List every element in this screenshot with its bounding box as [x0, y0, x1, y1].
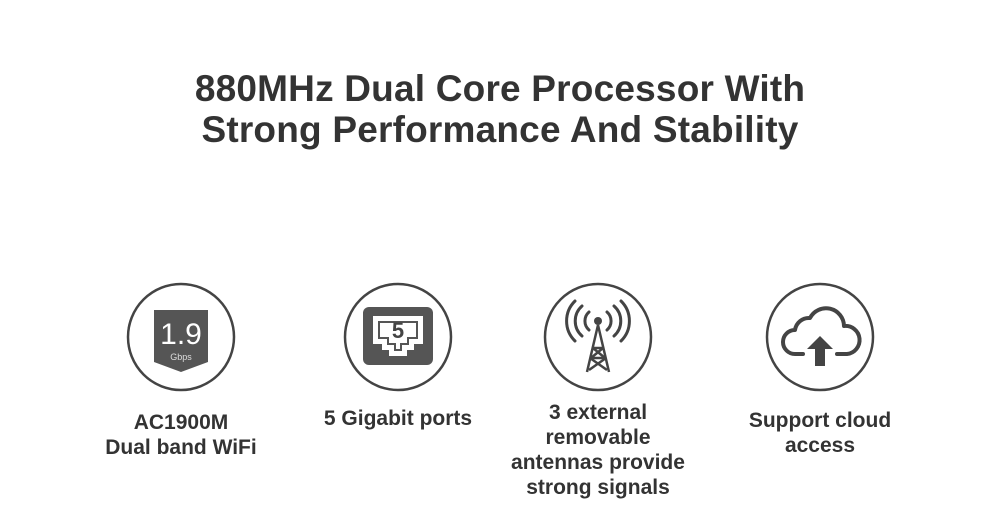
caption-line: removable: [545, 426, 651, 449]
caption-line: access: [784, 434, 856, 457]
feature-gigabit-ports: 5 5 Gigabit ports: [283, 282, 513, 431]
caption-line: antennas provide: [511, 451, 685, 474]
speed-unit: Gbps: [170, 352, 192, 362]
feature-external-antennas: 3 external removable antennas provide st…: [483, 282, 713, 500]
page-headline: 880MHz Dual Core Processor With Strong P…: [0, 68, 1000, 150]
caption-line: Dual band WiFi: [105, 436, 257, 459]
feature-cloud-access: Support cloud access: [705, 282, 935, 458]
antenna-tower-icon: [543, 282, 653, 392]
ethernet-port-icon: 5: [343, 282, 453, 392]
caption-line: AC1900M: [133, 411, 229, 434]
headline-line-2: Strong Performance And Stability: [201, 109, 799, 150]
caption-line: 3 external: [548, 401, 648, 424]
caption-line: 5 Gigabit ports: [323, 407, 473, 430]
feature-caption: 3 external removable antennas provide st…: [483, 400, 713, 500]
feature-caption: 5 Gigabit ports: [283, 406, 513, 431]
feature-caption: Support cloud access: [705, 408, 935, 458]
cloud-upload-icon: [765, 282, 875, 392]
caption-line: strong signals: [526, 476, 670, 499]
headline-line-1: 880MHz Dual Core Processor With: [194, 68, 806, 109]
speed-badge-icon: 1.9 Gbps: [126, 282, 236, 392]
caption-line: Support cloud: [748, 409, 892, 432]
speed-value: 1.9: [160, 318, 202, 351]
port-count: 5: [392, 318, 404, 343]
feature-dual-band-wifi: 1.9 Gbps AC1900M Dual band WiFi: [66, 282, 296, 460]
feature-caption: AC1900M Dual band WiFi: [66, 410, 296, 460]
